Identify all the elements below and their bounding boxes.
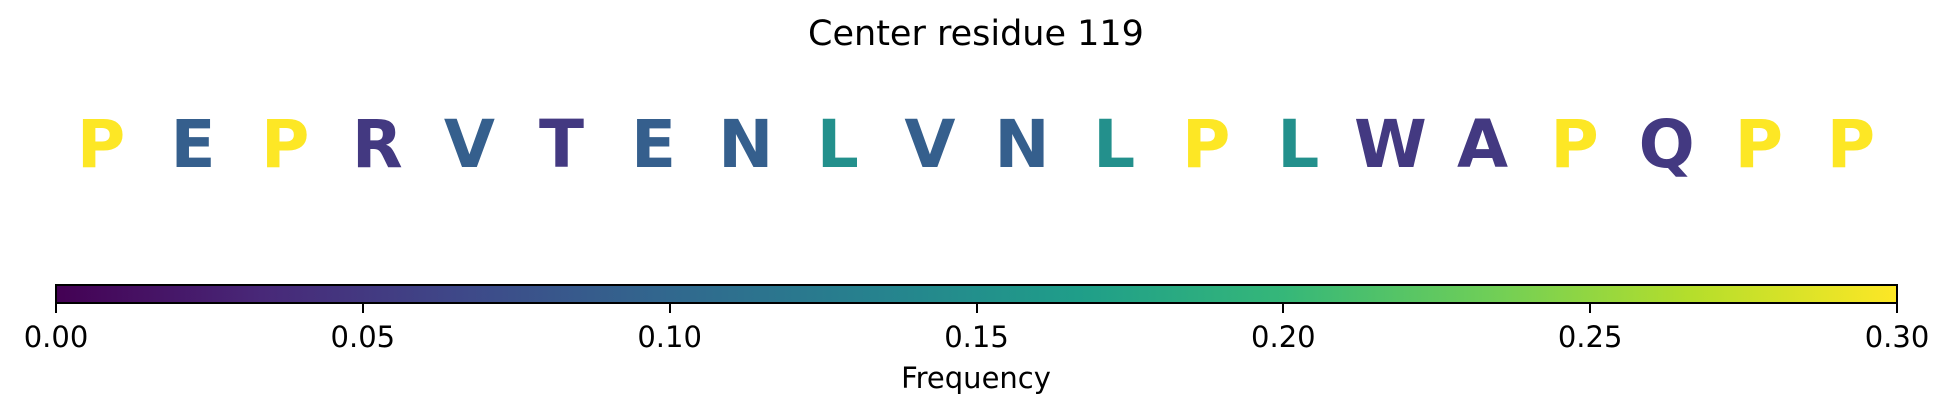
residue-letter: V [443, 106, 495, 183]
residue-letter: L [1277, 106, 1320, 183]
residue-letter: P [1550, 106, 1599, 183]
residue-letter: P [1734, 106, 1783, 183]
colorbar-tick [361, 304, 364, 313]
colorbar-tick-label: 0.05 [330, 320, 396, 354]
residue-letter: W [1353, 106, 1427, 183]
residue-letter: Q [1638, 106, 1695, 183]
residue-letter: P [1182, 106, 1231, 183]
colorbar-tick-label: 0.30 [1864, 320, 1930, 354]
residue-letter: V [904, 106, 956, 183]
chart-title: Center residue 119 [808, 14, 1144, 54]
residue-letter: L [1093, 106, 1136, 183]
colorbar-label: Frequency [901, 361, 1051, 395]
residue-letter: P [261, 106, 310, 183]
colorbar-tick-label: 0.00 [23, 320, 89, 354]
residue-letter: N [994, 106, 1050, 183]
colorbar-tick-label: 0.25 [1557, 320, 1623, 354]
colorbar-tick [668, 304, 671, 313]
colorbar-tick-label: 0.10 [637, 320, 702, 354]
colorbar-tick-label: 0.20 [1251, 320, 1316, 354]
residue-letter: R [351, 106, 403, 183]
residue-letter: P [76, 106, 126, 183]
colorbar-tick [1589, 304, 1592, 313]
colorbar-tick-label: 0.15 [944, 320, 1009, 354]
residue-letter: P [1826, 106, 1876, 183]
colorbar [55, 284, 1898, 304]
colorbar-tick [55, 304, 57, 313]
residue-letter: N [718, 106, 774, 183]
colorbar-tick [975, 304, 978, 313]
residue-letter: E [631, 106, 677, 183]
residue-letter: A [1456, 106, 1509, 183]
residue-letter: T [538, 106, 585, 183]
colorbar-tick [1896, 304, 1898, 313]
residue-letter: E [170, 106, 216, 183]
residue-letter: L [816, 106, 859, 183]
colorbar-tick [1282, 304, 1285, 313]
